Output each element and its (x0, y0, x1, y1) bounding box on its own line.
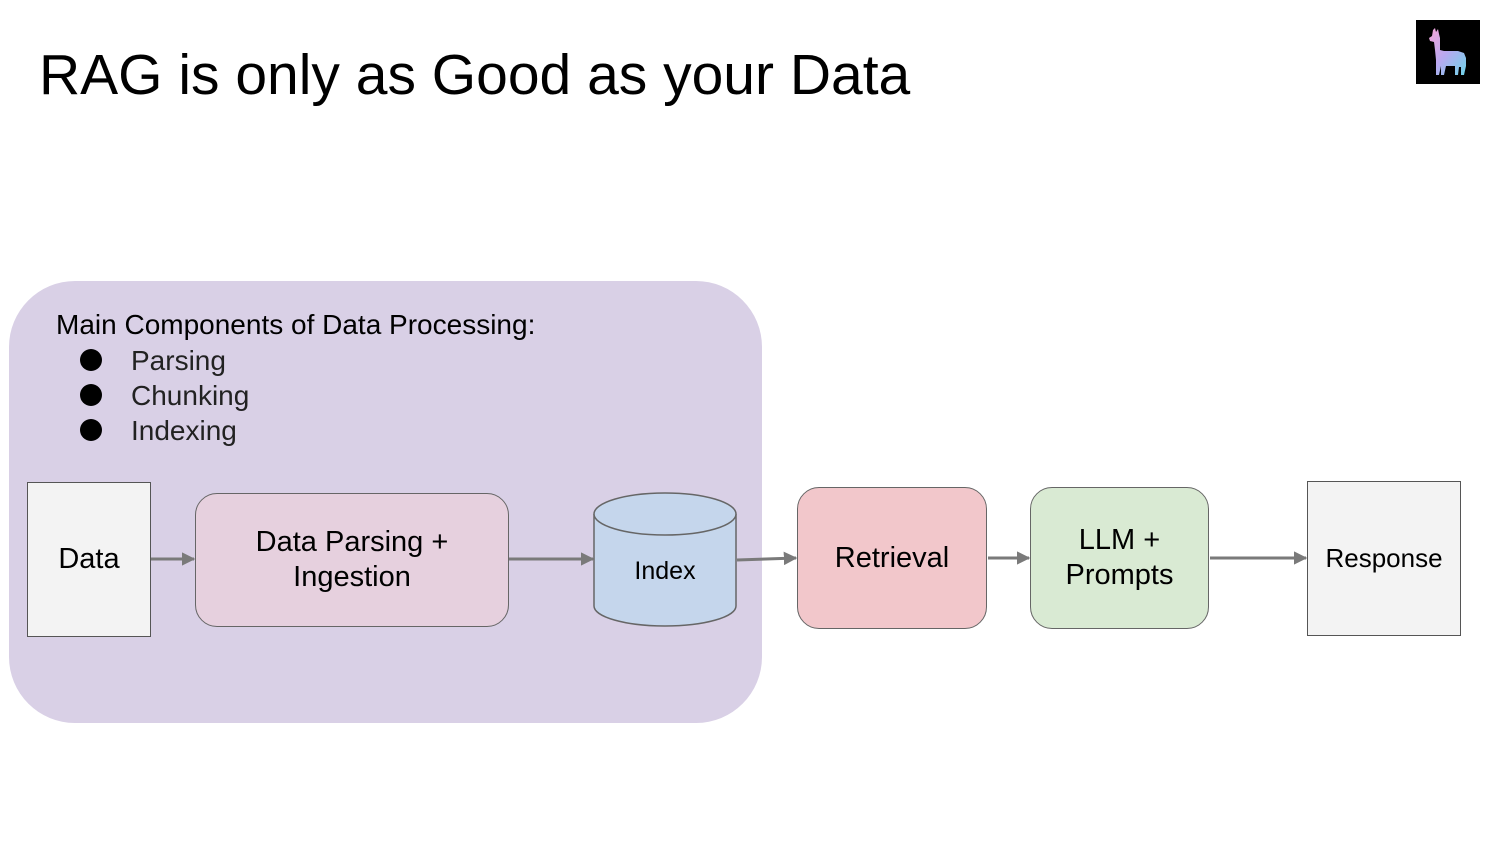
data-parsing-node: Data Parsing + Ingestion (195, 493, 509, 627)
database-cylinder-icon (593, 492, 737, 627)
index-node-label: Index (634, 557, 696, 585)
retrieval-node: Retrieval (797, 487, 987, 629)
list-item-label: Parsing (131, 345, 226, 376)
bullet-icon (80, 349, 102, 371)
llama-icon (1429, 28, 1466, 75)
response-node-label: Response (1325, 543, 1443, 573)
data-node: Data (27, 482, 151, 637)
data-processing-heading: Main Components of Data Processing: (56, 309, 536, 340)
index-node: Index (592, 492, 738, 628)
llm-label-line2: Prompts (1065, 559, 1174, 591)
data-parsing-label-line2: Ingestion (293, 561, 411, 593)
response-node: Response (1307, 481, 1461, 636)
bullet-icon (80, 384, 102, 406)
data-parsing-label-line1: Data Parsing + (255, 526, 449, 558)
arrow-index-to-retrieval (736, 551, 798, 566)
llm-label-line1: LLM + (1078, 524, 1161, 556)
data-node-label: Data (58, 543, 120, 575)
slide-title: RAG is only as Good as your Data (39, 43, 911, 107)
list-item-label: Indexing (131, 415, 237, 446)
retrieval-node-label: Retrieval (834, 541, 950, 574)
llama-logo (1416, 20, 1480, 84)
list-item-label: Chunking (131, 380, 250, 411)
llm-prompts-node: LLM + Prompts (1030, 487, 1209, 629)
bullet-icon (80, 419, 102, 441)
